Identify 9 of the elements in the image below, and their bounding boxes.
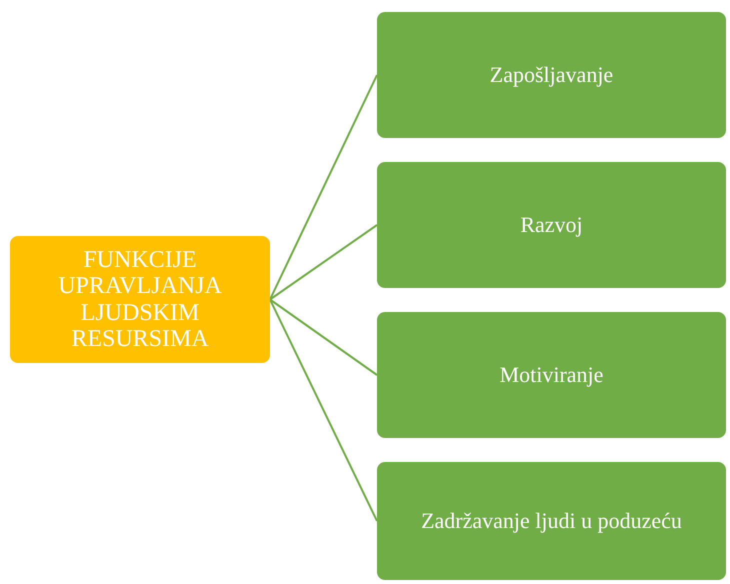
root-box: FUNKCIJE UPRAVLJANJA LJUDSKIM RESURSIMA [10, 236, 270, 363]
connector-line [269, 74, 378, 300]
connector-line [269, 298, 378, 376]
connector-line [269, 224, 378, 300]
function-box: Zadržavanje ljudi u poduzeću [377, 462, 726, 580]
function-box: Motiviranje [377, 312, 726, 438]
connector-line [269, 299, 378, 522]
function-box: Razvoj [377, 162, 726, 288]
function-box: Zapošljavanje [377, 12, 726, 138]
